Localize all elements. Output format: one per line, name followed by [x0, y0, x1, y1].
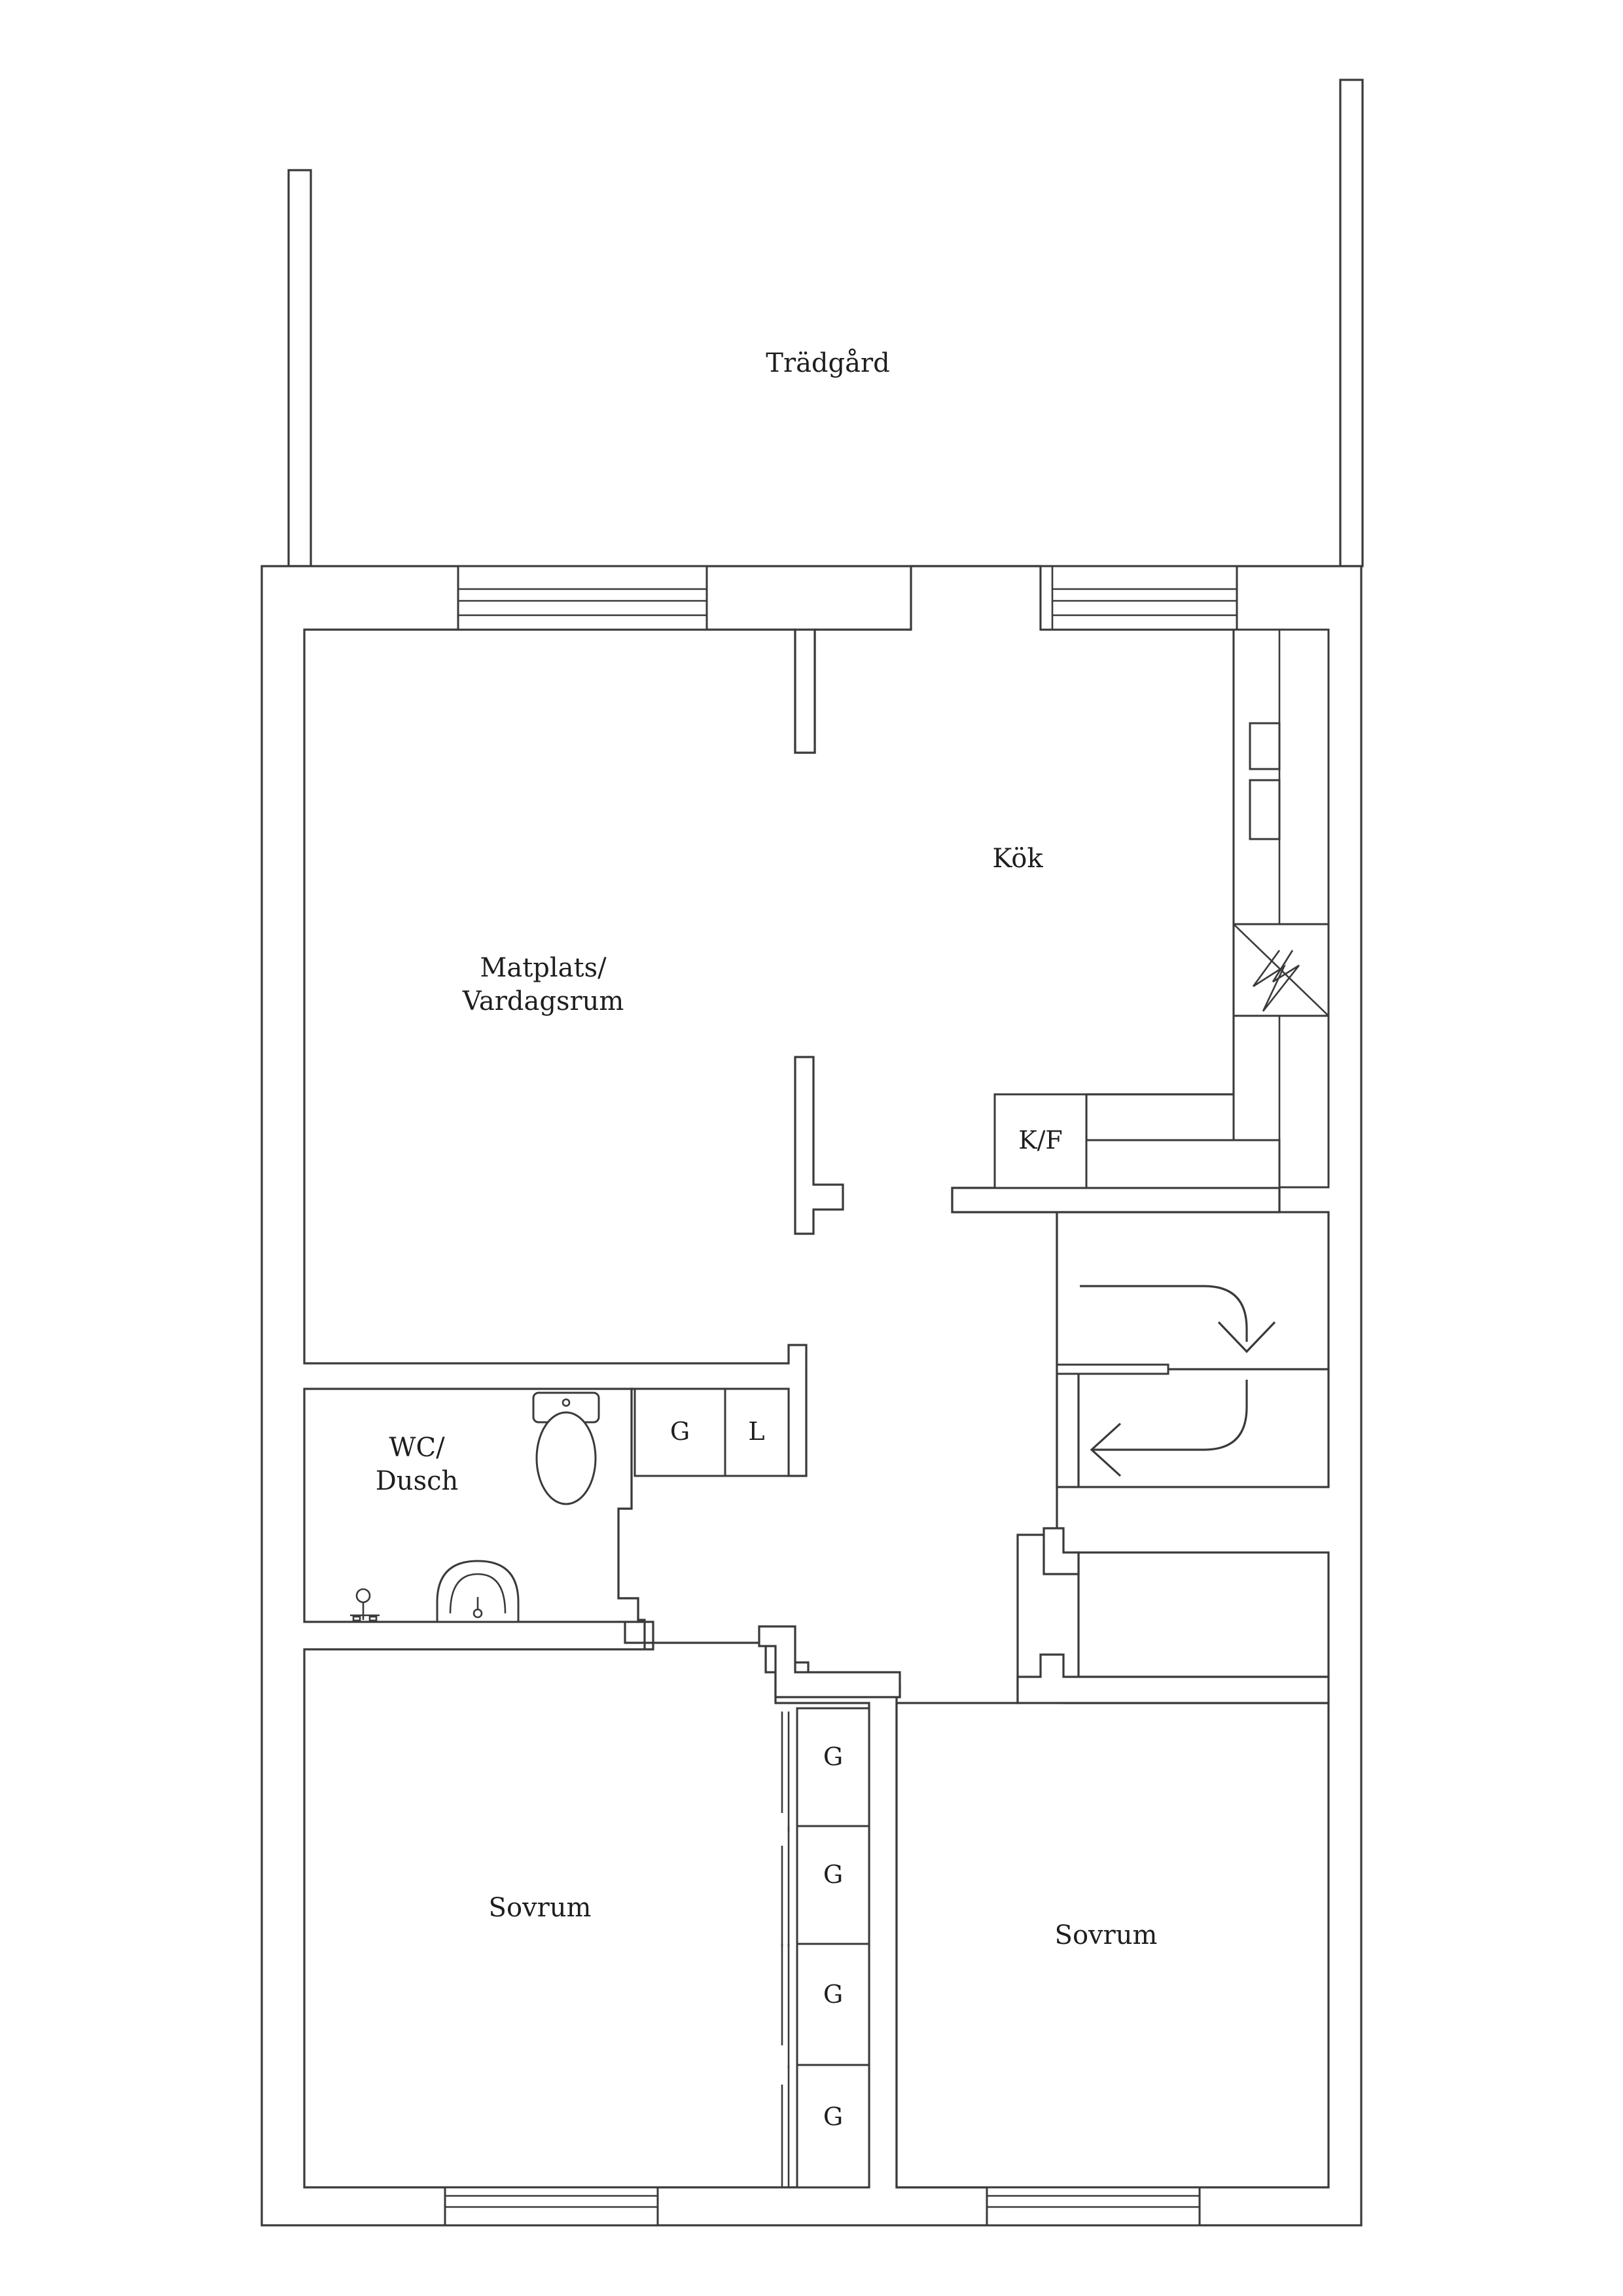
hall-closets	[633, 1388, 790, 1477]
partition-middle	[794, 1056, 844, 1235]
label-bedroom-right: Sovrum	[1055, 1920, 1158, 1950]
window-living	[457, 565, 708, 631]
closet-upper-right	[1056, 1211, 1330, 1488]
label-fridge-freezer: K/F	[1018, 1126, 1063, 1155]
wardrobe-g-1	[796, 1707, 870, 1827]
garden-post-right	[1339, 79, 1364, 567]
washbasin	[436, 1560, 520, 1623]
kitchen-cabinet-low	[1085, 1139, 1281, 1189]
label-wardrobe-g-4: G	[823, 2102, 843, 2131]
closet-arrows	[1056, 1285, 1329, 1487]
label-bedroom-left: Sovrum	[489, 1893, 592, 1923]
garden-posts	[287, 79, 1364, 567]
fridge-freezer	[993, 1093, 1088, 1189]
label-wardrobe-g-3: G	[823, 1980, 843, 2009]
label-kitchen: Kök	[992, 844, 1043, 874]
arrow-lower	[1092, 1380, 1248, 1451]
wardrobe-g-3	[796, 1943, 870, 2066]
sink-basin-top	[1249, 722, 1281, 770]
hall-stub-left	[758, 1625, 901, 1698]
sink-basin-bottom	[1249, 779, 1281, 840]
toilet-bowl	[535, 1411, 597, 1505]
partitions	[758, 628, 1330, 1704]
wardrobe-g-4	[796, 2064, 870, 2189]
label-closet-l-hall: L	[748, 1417, 764, 1446]
partition-top-stub	[794, 628, 816, 754]
label-living-line1: Matplats/	[480, 953, 607, 983]
closet-l-hall	[724, 1388, 790, 1477]
garden-post-left	[287, 169, 312, 567]
wardrobe-g-2	[796, 1825, 870, 1945]
kitchen-counter-wall	[951, 1187, 1281, 1213]
label-garden: Trädgård	[766, 348, 889, 378]
kitchen-fixtures	[993, 628, 1330, 1189]
label-wardrobe-g-1: G	[823, 1742, 843, 1771]
closet-lower-right	[1077, 1551, 1330, 1678]
hall-stub-right	[1016, 1653, 1330, 1704]
stove-bolt	[1252, 950, 1300, 1012]
kitchen-counter	[1232, 628, 1330, 1189]
label-living-line2: Vardagsrum	[462, 986, 624, 1016]
label-bath-line2: Dusch	[376, 1466, 459, 1496]
label-wardrobe-g-2: G	[823, 1860, 843, 1889]
bedroom-wardrobes	[781, 1707, 870, 2189]
window-kitchen	[1039, 565, 1238, 631]
label-bath-line1: WC/	[389, 1433, 445, 1463]
windows	[444, 565, 1238, 2227]
shower-icon	[350, 1588, 380, 1622]
closet-g-hall	[633, 1388, 726, 1477]
room-labels: Trädgård Kök Matplats/ Vardagsrum WC/ Du…	[376, 348, 1158, 2131]
closet-divider	[1043, 1527, 1080, 1575]
bathroom-fixtures	[350, 1391, 600, 1623]
arrow-upper	[1080, 1285, 1248, 1342]
label-closet-g-hall: G	[670, 1417, 690, 1446]
